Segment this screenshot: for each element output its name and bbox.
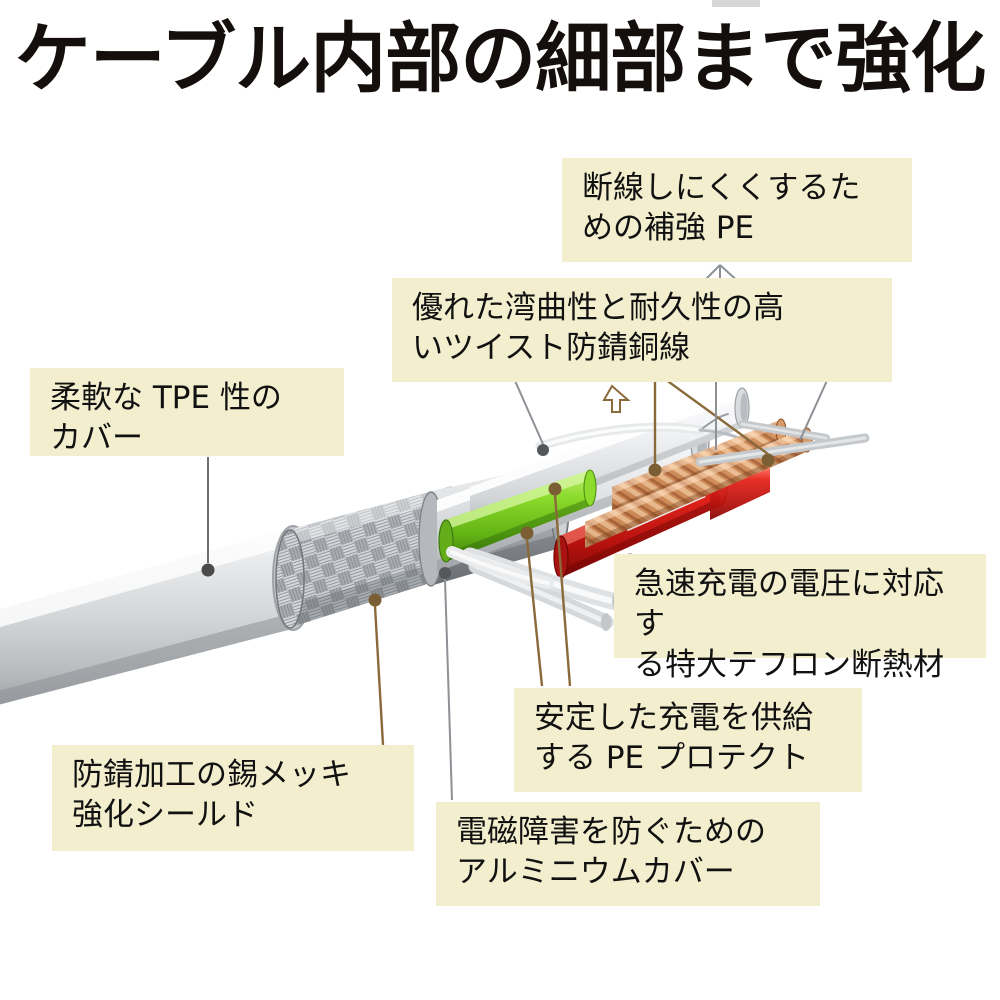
marker-copper-wire-1 <box>648 463 662 477</box>
marker-white-pe-sleeve <box>537 444 549 456</box>
marker-tin-shield <box>368 593 382 607</box>
callout-pe-protect: 安定した充電を供給 する PE プロテクト <box>514 688 862 792</box>
page-title: ケーブル内部の細部まで強化 <box>14 14 986 103</box>
marker-tpe-cover <box>201 563 215 577</box>
callout-teflon-insulation: 急速充電の電圧に対応す る特大テフロン断熱材 <box>614 554 986 683</box>
callout-twist-copper-wire: 優れた湾曲性と耐久性の高 いツイスト防錆銅線 <box>392 278 892 382</box>
top-clipped-artifact <box>712 0 760 7</box>
outer-tpe-jacket <box>0 525 314 705</box>
marker-pe-protect-2 <box>548 482 562 496</box>
marker-aluminium-cover <box>439 567 451 579</box>
metal-wire-tips <box>695 420 870 467</box>
callout-tpe-cover: 柔軟な TPE 性の カバー <box>30 368 344 456</box>
callout-aluminum-cover: 電磁障害を防ぐための アルミニウムカバー <box>436 802 820 906</box>
marker-pe-protect-1 <box>520 526 534 540</box>
leader-lines <box>201 264 831 801</box>
inner-white-wires <box>446 546 554 589</box>
callout-tin-plated-shield: 防錆加工の錫メッキ 強化シールド <box>52 745 414 851</box>
callout-reinforce-pe: 断線しにくくするた めの補強 PE <box>562 158 912 262</box>
red-teflon-insulation-right <box>710 468 770 520</box>
marker-copper-wire-2 <box>761 453 775 467</box>
tinned-braided-shield <box>275 486 452 629</box>
